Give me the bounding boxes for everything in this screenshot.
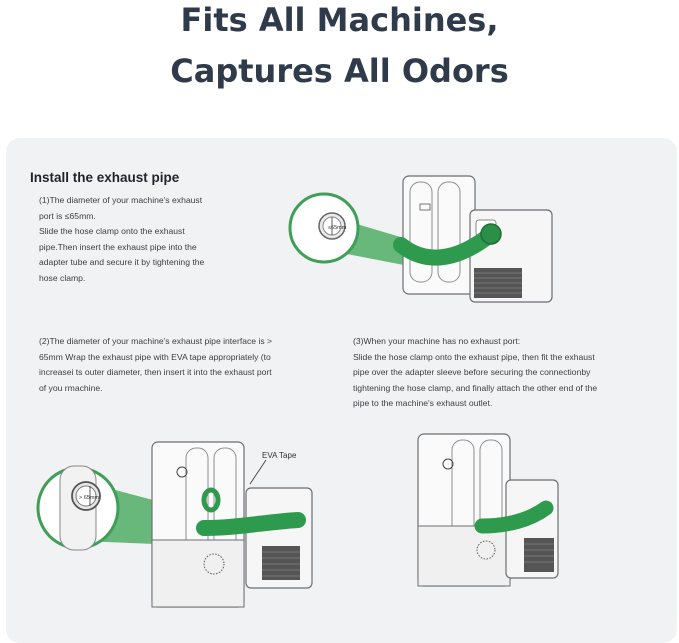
step3-line: pipe over the adapter sleeve before secu… bbox=[353, 367, 591, 378]
step2-illustration: > 65mm EVA Tape bbox=[36, 441, 313, 608]
step3-line: Slide the hose clamp onto the exhaust pi… bbox=[353, 351, 595, 362]
step1-text: (1)The diameter of your machine's exhaus… bbox=[39, 193, 204, 287]
exhaust-hose bbox=[393, 230, 494, 266]
exhaust-hose bbox=[474, 500, 554, 534]
step1-line: hose clamp. bbox=[39, 272, 86, 283]
step1-size-label: ≤65mm bbox=[328, 225, 347, 231]
step1-line: (1)The diameter of your machine's exhaus… bbox=[39, 195, 203, 205]
step1-line: adapter tube and secure it by tightening… bbox=[39, 257, 205, 268]
eva-tape-label: EVA Tape bbox=[262, 451, 297, 460]
step3-line: tightening the hose clamp, and finally a… bbox=[353, 382, 598, 393]
filter-grille bbox=[262, 546, 300, 580]
headline-line-2: Captures All Odors bbox=[170, 52, 509, 90]
section-title: Install the exhaust pipe bbox=[30, 170, 180, 185]
step3-line: pipe to the machine's exhaust outlet. bbox=[353, 398, 493, 409]
step2-line: increasei ts outer diameter, then insert… bbox=[39, 367, 272, 378]
step2-size-label: > 65mm bbox=[79, 495, 99, 501]
step3-line: (3)When your machine has no exhaust port… bbox=[353, 336, 521, 346]
step1-line: port is ≤65mm. bbox=[39, 210, 96, 221]
step2-text: (2)The diameter of your machine's exhaus… bbox=[39, 334, 272, 396]
exhaust-hose bbox=[196, 512, 306, 536]
filter-grille bbox=[524, 538, 554, 572]
step3-text: (3)When your machine has no exhaust port… bbox=[353, 334, 597, 412]
headline-line-1: Fits All Machines, bbox=[180, 1, 499, 39]
step1-illustration: ≤65mm bbox=[288, 175, 553, 303]
step1-line: pipe.Then insert the exhaust pipe into t… bbox=[39, 241, 197, 252]
step2-line: of you rmachine. bbox=[39, 382, 103, 393]
step2-line: (2)The diameter of your machine's exhaus… bbox=[39, 336, 273, 346]
step1-line: Slide the hose clamp onto the exhaust bbox=[39, 226, 185, 237]
step2-line: 65mm Wrap the exhaust pipe with EVA tape… bbox=[39, 351, 271, 362]
step3-illustration bbox=[417, 433, 559, 587]
eva-tape-roll bbox=[201, 487, 221, 513]
